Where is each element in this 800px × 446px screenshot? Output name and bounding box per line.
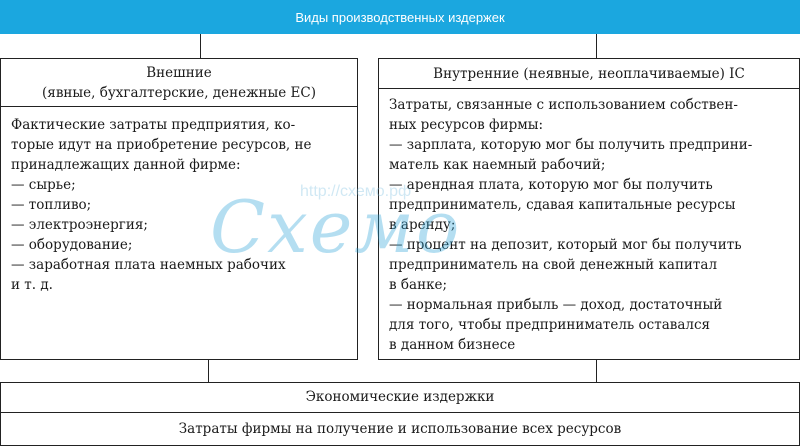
external-costs-subtitle: (явные, бухгалтерские, денежные ЕС) — [42, 85, 316, 101]
connector-external-economic — [208, 360, 209, 382]
internal-line: — арендная плата, которую мог бы получит… — [389, 177, 713, 193]
internal-costs-box: Внутренние (неявные, неоплачиваемые) IC … — [378, 58, 800, 360]
internal-costs-body: Затраты, связанные с использованием собс… — [379, 89, 799, 355]
external-line: — заработная плата наемных рабочих — [11, 257, 286, 273]
internal-line: в банке; — [389, 277, 448, 293]
internal-costs-title: Внутренние (неявные, неоплачиваемые) IC — [433, 66, 745, 82]
external-costs-title: Внешние — [146, 65, 212, 81]
connector-title-internal — [596, 34, 597, 58]
external-line: — топливо; — [11, 197, 92, 213]
internal-line: ных ресурсов фирмы: — [389, 117, 544, 133]
external-line: — электроэнергия; — [11, 217, 148, 233]
external-line: Фактические затраты предприятия, ко- — [11, 117, 296, 133]
internal-line: Затраты, связанные с использованием собс… — [389, 97, 738, 113]
connector-internal-economic — [596, 360, 597, 382]
external-line: — оборудование; — [11, 237, 133, 253]
internal-line: в данном бизнесе — [389, 337, 516, 353]
connector-title-external — [200, 34, 201, 58]
economic-costs-title: Экономические издержки — [1, 383, 799, 413]
economic-costs-box: Экономические издержки Затраты фирмы на … — [0, 382, 800, 446]
internal-line: — процент на депозит, который мог бы пол… — [389, 237, 742, 253]
external-costs-header: Внешние (явные, бухгалтерские, денежные … — [1, 59, 357, 107]
internal-line: предприниматель, сдавая капитальные ресу… — [389, 197, 736, 213]
external-costs-body: Фактические затраты предприятия, ко- тор… — [1, 107, 357, 295]
internal-line: предприниматель на свой денежный капитал — [389, 257, 718, 273]
internal-line: в аренду; — [389, 217, 456, 233]
internal-costs-header: Внутренние (неявные, неоплачиваемые) IC — [379, 59, 799, 89]
internal-line: — зарплата, которую мог бы получить пред… — [389, 137, 753, 153]
economic-costs-description: Затраты фирмы на получение и использован… — [178, 421, 622, 437]
diagram-title: Виды производственных издержек — [0, 0, 800, 34]
internal-line: матель как наемный рабочий; — [389, 157, 606, 173]
external-line: и т. д. — [11, 277, 53, 293]
external-line: — сырье; — [11, 177, 76, 193]
internal-line: для того, чтобы предприниматель оставалс… — [389, 317, 711, 333]
external-line: торые идут на приобретение ресурсов, не — [11, 137, 312, 153]
external-line: принадлежащих данной фирме: — [11, 157, 241, 173]
external-costs-box: Внешние (явные, бухгалтерские, денежные … — [0, 58, 358, 360]
internal-line: — нормальная прибыль — доход, достаточны… — [389, 297, 723, 313]
